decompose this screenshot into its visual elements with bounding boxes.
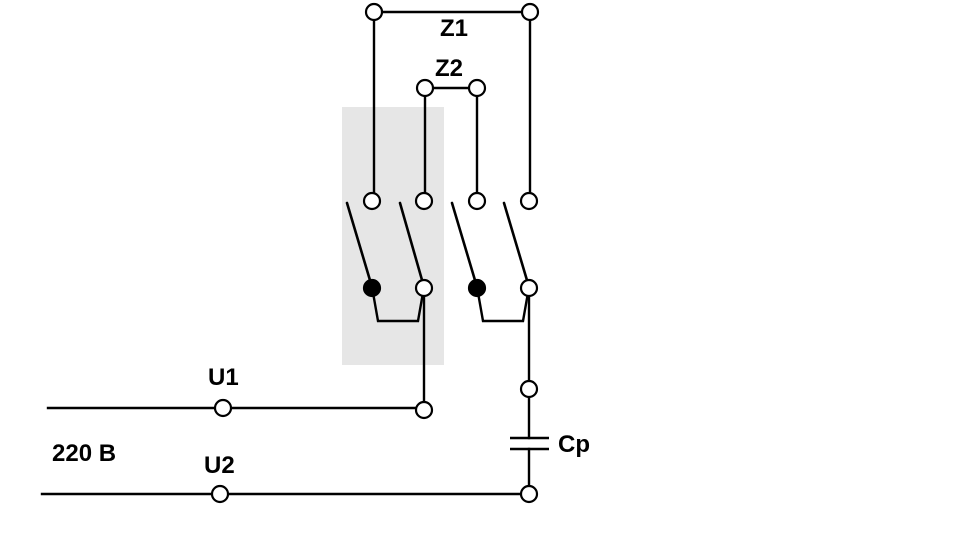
capacitor-label: Cp — [558, 431, 590, 458]
switch1-blade-b — [398, 201, 426, 289]
switch1-contact-b — [414, 191, 434, 211]
z1-label: Z1 — [440, 15, 468, 42]
u1-junction-terminal — [414, 400, 434, 420]
switch2-contact-b — [519, 191, 539, 211]
z2-left-terminal — [415, 78, 435, 98]
z1-right-terminal — [520, 2, 540, 22]
u1-label: U1 — [208, 364, 239, 391]
switch2-contact-a — [467, 191, 487, 211]
switch2-blade-b — [502, 201, 531, 289]
switch1-blade-a — [345, 201, 374, 289]
switch2-bridge — [475, 285, 531, 323]
z2-label: Z2 — [435, 55, 463, 82]
switch1-contact-a — [362, 191, 382, 211]
switch1-bridge — [370, 285, 426, 323]
z2-right-terminal — [467, 78, 487, 98]
voltage-label: 220 В — [52, 440, 116, 467]
switch2-pivot-b — [519, 278, 539, 298]
z1-left-terminal — [364, 2, 384, 22]
u2-label: U2 — [204, 452, 235, 479]
switch1-pivot-b — [414, 278, 434, 298]
u2-junction-terminal — [519, 484, 539, 504]
u1-terminal — [213, 398, 233, 418]
switch2-pivot-a — [467, 278, 487, 298]
switch2-blade-a — [450, 201, 479, 289]
u2-terminal — [210, 484, 230, 504]
capacitor-upper-terminal — [519, 379, 539, 399]
switch1-pivot-a — [362, 278, 382, 298]
